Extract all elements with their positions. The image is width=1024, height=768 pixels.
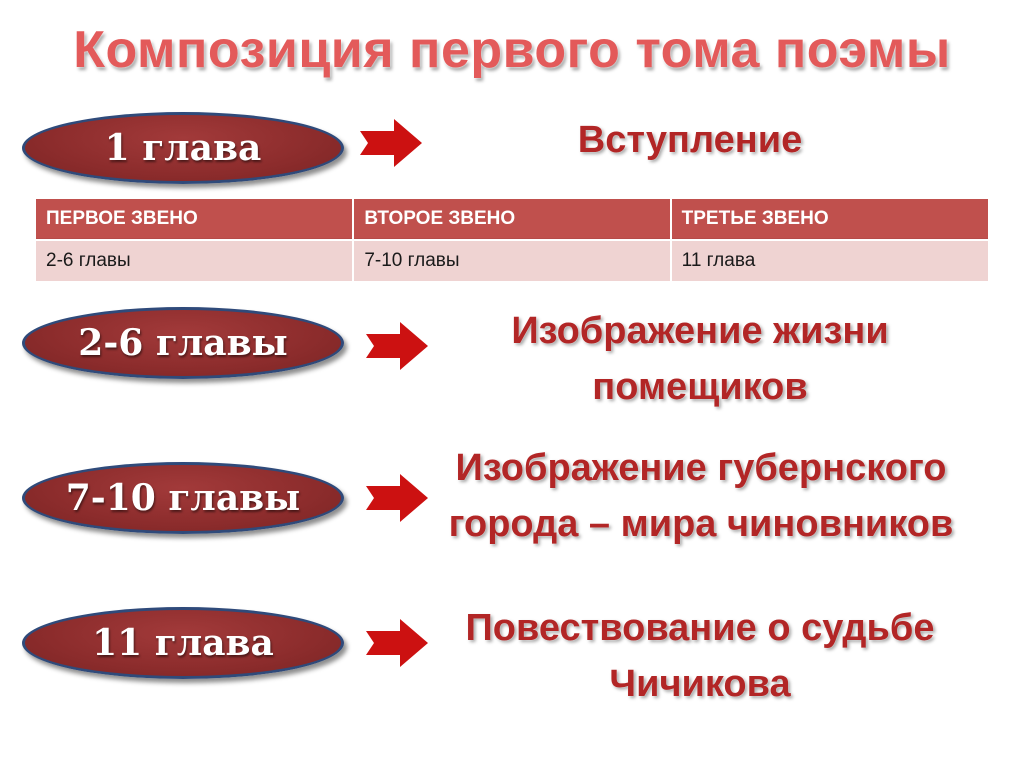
chapter-oval-4: 11 глава (22, 607, 344, 679)
table-header: ТРЕТЬЕ ЗВЕНО (670, 199, 988, 240)
chapter-oval-1: 1 глава (22, 112, 344, 184)
arrow-right-icon (360, 119, 422, 167)
table-cell: 7-10 главы (353, 239, 672, 281)
description-line: города – мира чиновников (448, 503, 954, 545)
description-line: Изображение губернского (455, 447, 947, 489)
table-cell: 2-6 главы (36, 239, 355, 281)
page-title: Композиция первого тома поэмы (73, 21, 951, 79)
arrow-right-icon (366, 474, 428, 522)
table-header-row: ПЕРВОЕ ЗВЕНО ВТОРОЕ ЗВЕНО ТРЕТЬЕ ЗВЕНО (36, 199, 988, 240)
chapter-label: 7-10 главы (65, 477, 301, 519)
arrow-right-icon (366, 619, 428, 667)
chapter-label: 1 глава (104, 127, 262, 169)
chapter-oval-2: 2-6 главы (22, 307, 344, 379)
arrow-right-icon (366, 322, 428, 370)
description-line: Чичикова (609, 663, 791, 705)
description-4: Повествование о судьбе Чичикова (430, 600, 970, 712)
table-header: ВТОРОЕ ЗВЕНО (353, 199, 672, 240)
chapter-oval-3: 7-10 главы (22, 462, 344, 534)
table-cell: 11 глава (670, 239, 988, 281)
description-line: Повествование о судьбе (465, 607, 935, 649)
description-line: помещиков (592, 366, 808, 408)
chapter-label: 11 глава (92, 622, 274, 664)
chapter-label: 2-6 главы (78, 322, 288, 364)
table-header: ПЕРВОЕ ЗВЕНО (36, 199, 355, 240)
table-row: 2-6 главы 7-10 главы 11 глава (36, 239, 988, 281)
description-1: Вступление (440, 112, 940, 168)
description-2: Изображение жизни помещиков (440, 303, 960, 415)
description-3: Изображение губернского города – мира чи… (416, 440, 986, 552)
description-line: Вступление (577, 119, 803, 161)
description-line: Изображение жизни (511, 310, 889, 352)
links-table: ПЕРВОЕ ЗВЕНО ВТОРОЕ ЗВЕНО ТРЕТЬЕ ЗВЕНО 2… (36, 199, 988, 281)
